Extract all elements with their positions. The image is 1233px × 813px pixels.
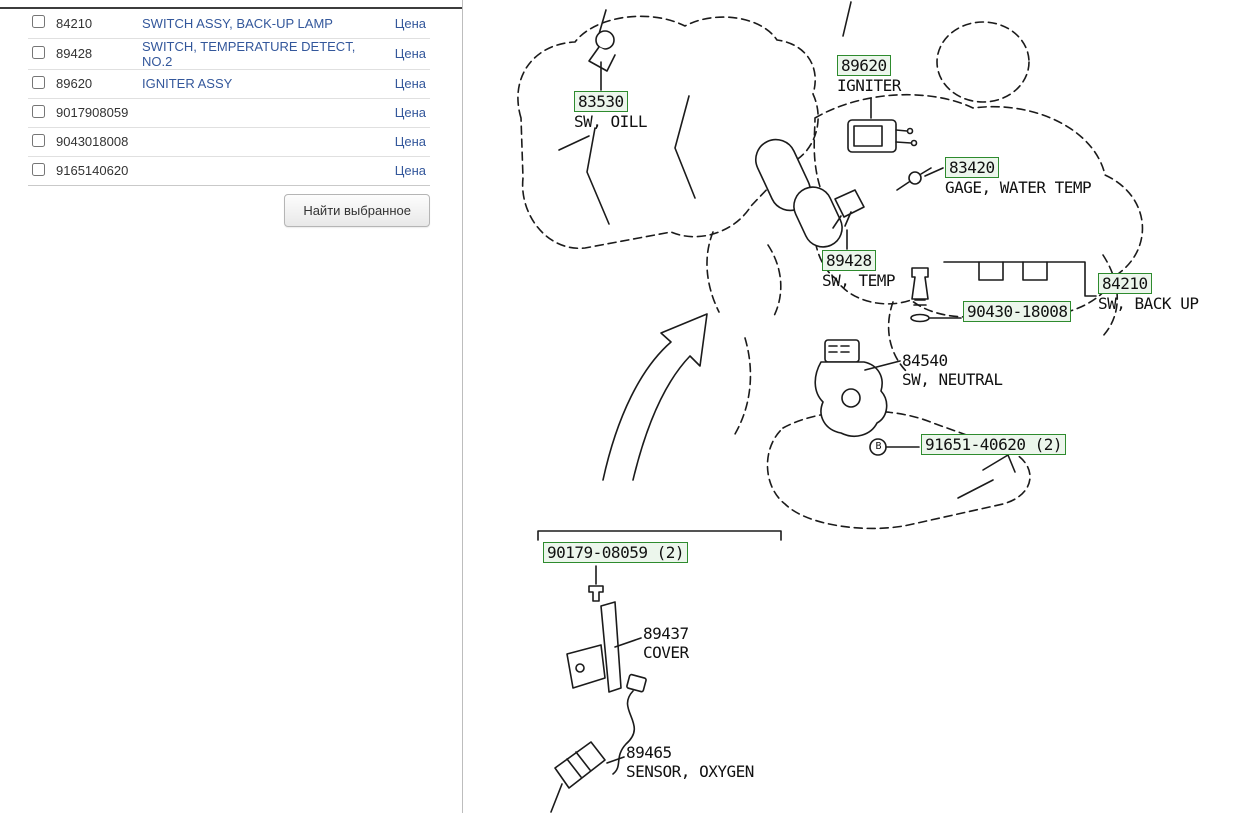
part-name: SENSOR, OXYGEN: [626, 762, 754, 781]
row-checkbox[interactable]: [32, 75, 45, 89]
part-name: COVER: [643, 643, 689, 662]
part-number: 89620: [56, 69, 142, 99]
bolt-symbol-letter: B: [875, 441, 882, 452]
part-glyphs: [550, 30, 932, 813]
panel-divider: [462, 0, 463, 813]
diagram-label-90179-08059: 90179-08059 (2): [543, 542, 688, 563]
part-name: IGNITER: [837, 76, 901, 95]
backup-switch-glyph: [910, 267, 930, 323]
table-row: 9043018008 Цена: [28, 127, 430, 157]
part-number: 89428: [56, 38, 142, 70]
diagram-label-83530: 83530 SW, OILL: [574, 91, 648, 131]
part-description-link[interactable]: IGNITER ASSY: [142, 76, 233, 91]
part-code[interactable]: 91651-40620 (2): [921, 434, 1066, 455]
diagram-label-89437: 89437 COVER: [643, 624, 689, 662]
part-code[interactable]: 84210: [1098, 273, 1152, 294]
water-temp-gage-glyph: [896, 167, 932, 191]
part-code[interactable]: 90179-08059 (2): [543, 542, 688, 563]
part-name: SW, BACK UP: [1098, 294, 1199, 313]
part-code[interactable]: 83420: [945, 157, 999, 178]
diagram-label-90430-18008: 90430-18008: [963, 301, 1072, 322]
table-row: 84210 SWITCH ASSY, BACK-UP LAMP Цена: [28, 9, 430, 39]
parts-table: 84210 SWITCH ASSY, BACK-UP LAMP Цена 894…: [28, 9, 430, 186]
part-code[interactable]: 89428: [822, 250, 876, 271]
temp-switch-glyph: [832, 189, 865, 229]
part-name: SW, OILL: [574, 112, 648, 131]
price-link[interactable]: Цена: [394, 15, 426, 31]
nut-glyph: [588, 585, 604, 602]
row-checkbox[interactable]: [32, 162, 45, 176]
part-name: SW, NEUTRAL: [902, 370, 1003, 389]
diagram-label-89620: 89620 IGNITER: [837, 55, 901, 95]
diagram-label-89428: 89428 SW, TEMP: [822, 250, 896, 290]
part-code[interactable]: 89620: [837, 55, 891, 76]
part-description-link[interactable]: SWITCH, TEMPERATURE DETECT, NO.2: [142, 38, 356, 69]
engine-lines-solid: [558, 1, 1016, 499]
diagram-label-84540: 84540 SW, NEUTRAL: [902, 351, 1003, 389]
row-checkbox[interactable]: [32, 15, 45, 29]
price-link[interactable]: Цена: [394, 105, 426, 120]
diagram-label-89465: 89465 SENSOR, OXYGEN: [626, 743, 754, 781]
igniter-glyph: [847, 119, 918, 153]
cover-glyph: [566, 601, 622, 693]
oxygen-sensor-glyph: [550, 673, 647, 813]
diagram-label-83420: 83420 GAGE, WATER TEMP: [945, 157, 1092, 197]
neutral-switch-glyph: [814, 339, 888, 437]
top-divider: [0, 7, 462, 9]
part-number: 9165140620: [56, 156, 142, 186]
price-link[interactable]: Цена: [394, 46, 426, 61]
part-code: 84540: [902, 351, 948, 370]
part-code: 89465: [626, 743, 672, 762]
part-number: 84210: [56, 9, 142, 39]
part-code: 89437: [643, 624, 689, 643]
row-checkbox[interactable]: [32, 45, 45, 59]
button-row: Найти выбранное: [28, 194, 430, 227]
part-number: 9043018008: [56, 127, 142, 157]
part-name: SW, TEMP: [822, 271, 896, 290]
row-checkbox[interactable]: [32, 104, 45, 118]
find-selected-button[interactable]: Найти выбранное: [284, 194, 430, 227]
part-code[interactable]: 90430-18008: [963, 301, 1072, 322]
part-name: GAGE, WATER TEMP: [945, 178, 1092, 197]
price-link[interactable]: Цена: [394, 134, 426, 149]
direction-arrow: [602, 313, 708, 481]
price-link[interactable]: Цена: [394, 76, 426, 91]
diagram-label-91651-40620: 91651-40620 (2): [921, 434, 1066, 455]
row-checkbox[interactable]: [32, 133, 45, 147]
table-row: 9017908059 Цена: [28, 98, 430, 128]
table-row: 89428 SWITCH, TEMPERATURE DETECT, NO.2 Ц…: [28, 38, 430, 70]
part-description-link[interactable]: SWITCH ASSY, BACK-UP LAMP: [142, 15, 333, 31]
table-row: 89620 IGNITER ASSY Цена: [28, 69, 430, 99]
part-number: 9017908059: [56, 98, 142, 128]
engine-diagram-panel: 89620 IGNITER 83530 SW, OILL 83420 GAGE,…: [463, 0, 1233, 813]
table-row: 9165140620 Цена: [28, 156, 430, 186]
engine-diagram-art: [517, 1, 1144, 813]
price-link[interactable]: Цена: [394, 163, 426, 178]
leader-lines: [537, 61, 1097, 764]
part-code[interactable]: 83530: [574, 91, 628, 112]
diagram-label-84210: 84210 SW, BACK UP: [1098, 273, 1199, 313]
oil-switch-glyph: [588, 30, 616, 72]
